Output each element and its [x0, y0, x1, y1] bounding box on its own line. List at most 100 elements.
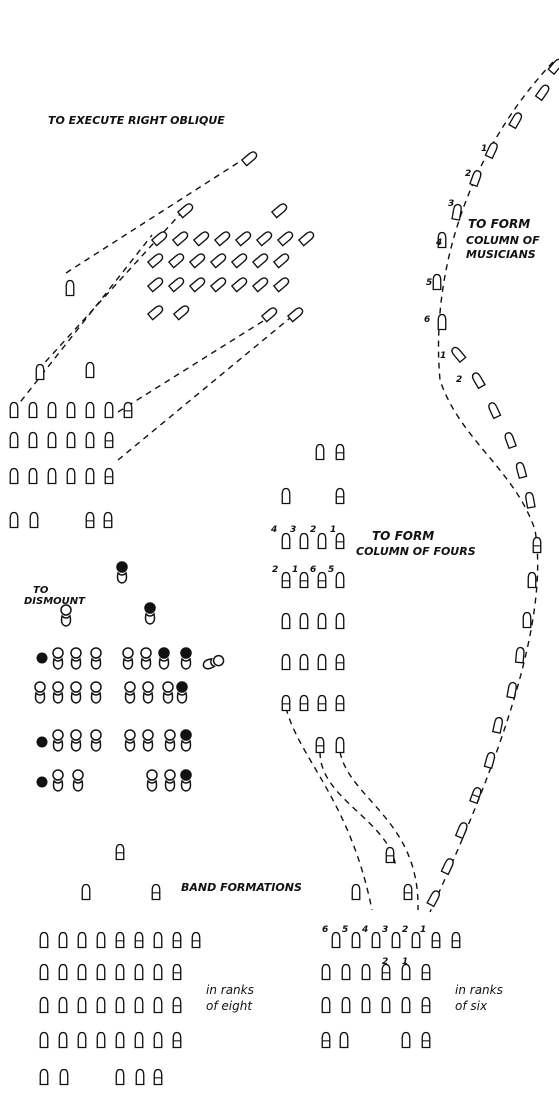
- musician-figure: [339, 1031, 349, 1049]
- musician-figure: [115, 996, 125, 1014]
- musician-figure: [534, 83, 552, 101]
- musician-figure: [522, 611, 532, 629]
- musician-figure: [335, 653, 345, 671]
- musician-figure: [134, 931, 144, 949]
- musician-figure: [335, 532, 345, 550]
- musician-figure: [47, 467, 57, 485]
- position-number: 2: [272, 565, 278, 575]
- musician-figure: [85, 431, 95, 449]
- musician-figure: [469, 785, 483, 805]
- musician-figure: [85, 511, 95, 529]
- fours-to-six-lines: [285, 707, 419, 911]
- position-number: 2: [465, 169, 471, 179]
- horse-figure: [180, 769, 192, 792]
- musician-figure: [168, 275, 186, 293]
- label-ranks-eight-1: in ranks: [206, 983, 254, 997]
- musician-figure: [189, 275, 207, 293]
- musician-figure: [411, 931, 421, 949]
- musician-figure: [486, 400, 502, 420]
- label-column-musicians-2: COLUMN OF: [466, 234, 540, 247]
- dismount-horses: [34, 561, 225, 792]
- musician-figure: [361, 996, 371, 1014]
- musician-figure: [281, 612, 291, 630]
- musician-figure: [321, 963, 331, 981]
- musician-figure: [9, 401, 19, 419]
- musician-figure: [403, 883, 413, 901]
- horse-figure: [70, 729, 82, 752]
- musician-figure: [39, 996, 49, 1014]
- horse-figure: [90, 647, 102, 670]
- horse-figure: [140, 647, 152, 670]
- position-number: 1: [481, 144, 487, 154]
- musician-figure: [77, 996, 87, 1014]
- musician-figure: [440, 856, 456, 876]
- horse-figure: [116, 561, 128, 584]
- musician-figure: [371, 931, 381, 949]
- musician-figure: [85, 361, 95, 379]
- musician-figure: [103, 511, 113, 529]
- musician-figure: [503, 430, 517, 450]
- label-column-fours-2: COLUMN OF FOURS: [356, 545, 476, 558]
- position-number: 4: [361, 925, 368, 935]
- horse-figure: [142, 729, 154, 752]
- musician-figure: [381, 996, 391, 1014]
- musician-figure: [514, 646, 526, 664]
- horse-figure: [70, 681, 82, 704]
- label-column-musicians-1: TO FORM: [468, 217, 530, 231]
- musician-figure: [115, 931, 125, 949]
- musician-figure: [391, 931, 401, 949]
- musician-figure: [252, 275, 270, 293]
- rider-dot: [36, 776, 48, 788]
- musician-figure: [287, 305, 305, 323]
- musician-figure: [135, 1068, 145, 1086]
- musician-figure: [401, 996, 411, 1014]
- musician-figure: [335, 736, 345, 754]
- musician-figure: [58, 1031, 68, 1049]
- musician-figure: [39, 1068, 49, 1086]
- musician-figure: [492, 716, 504, 734]
- horse-figure: [158, 647, 170, 670]
- musician-figure: [317, 571, 327, 589]
- rider-dot: [36, 736, 48, 748]
- musician-figure: [172, 996, 182, 1014]
- position-number: 3: [290, 525, 296, 535]
- musician-figure: [147, 251, 165, 269]
- musician-figure: [193, 229, 211, 247]
- musician-figure: [432, 273, 442, 291]
- musician-figure: [256, 229, 274, 247]
- musician-figure: [172, 931, 182, 949]
- position-number: 1: [440, 351, 446, 361]
- musician-figure: [315, 736, 325, 754]
- position-number: 5: [342, 925, 348, 935]
- musician-figure: [104, 467, 114, 485]
- musician-figure: [151, 883, 161, 901]
- musician-figure: [469, 168, 483, 188]
- musician-figure: [28, 431, 38, 449]
- musician-figure: [153, 931, 163, 949]
- musician-figure: [172, 1031, 182, 1049]
- horse-figure: [72, 769, 84, 792]
- musician-figure: [335, 487, 345, 505]
- musician-figure: [449, 345, 467, 363]
- musician-figure: [9, 467, 19, 485]
- musician-figure: [96, 996, 106, 1014]
- musician-figure: [29, 511, 39, 529]
- musician-figure: [252, 251, 270, 269]
- musician-figure: [58, 963, 68, 981]
- musician-figure: [177, 201, 195, 219]
- musician-figure: [299, 653, 309, 671]
- musician-figure: [210, 275, 228, 293]
- musician-figure: [134, 1031, 144, 1049]
- horse-figure: [34, 681, 46, 704]
- horse-figure: [124, 729, 136, 752]
- musician-figure: [65, 279, 75, 297]
- musician-figure: [153, 1068, 163, 1086]
- label-column-fours-1: TO FORM: [372, 529, 434, 543]
- musician-figure: [299, 532, 309, 550]
- musician-figure: [281, 694, 291, 712]
- horse-figure: [144, 602, 156, 625]
- musician-figure: [455, 820, 469, 840]
- musician-figure: [9, 511, 19, 529]
